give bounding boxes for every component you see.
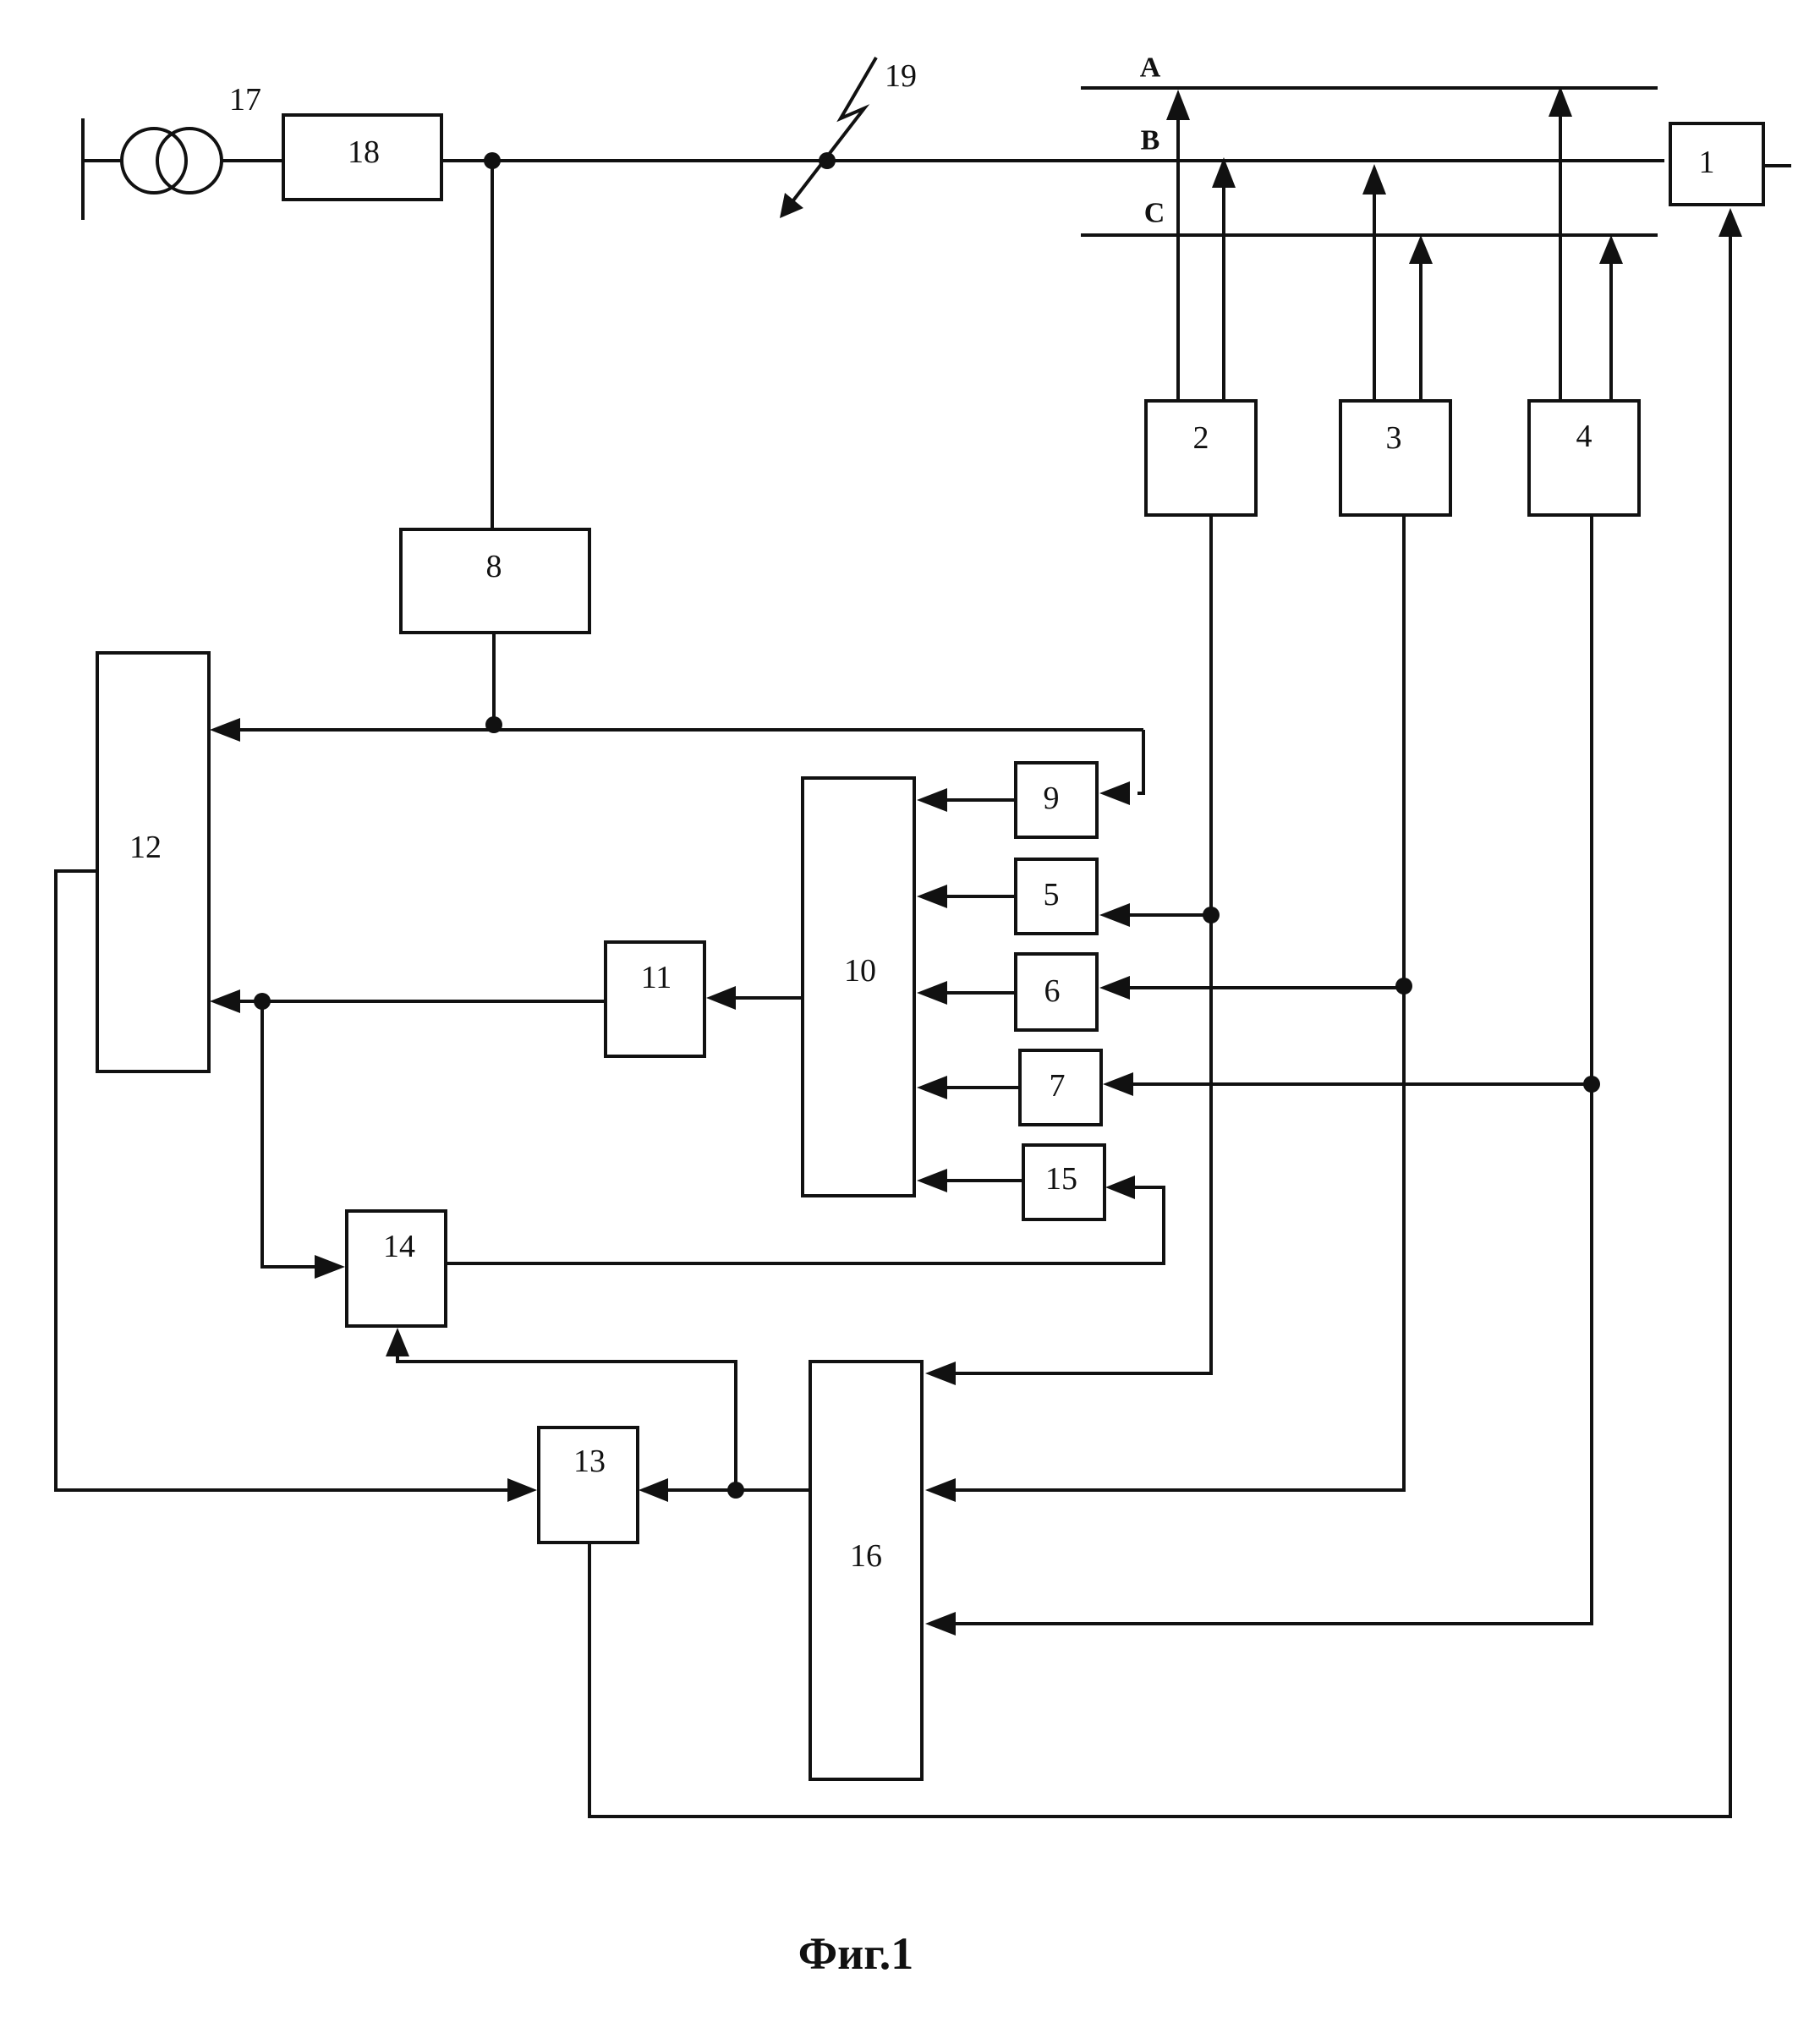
fault-lightning-icon xyxy=(780,58,876,218)
svg-text:11: 11 xyxy=(641,960,672,995)
block-8: 8 xyxy=(401,529,589,633)
phase-label-a: A xyxy=(1140,52,1161,84)
block-10: 10 xyxy=(803,778,914,1196)
phase-label-c: C xyxy=(1144,198,1165,229)
transformer-ref-label: 17 xyxy=(229,82,261,118)
svg-text:9: 9 xyxy=(1044,781,1060,816)
svg-text:7: 7 xyxy=(1050,1068,1066,1104)
svg-text:4: 4 xyxy=(1576,419,1592,454)
block-4: 4 xyxy=(1529,401,1639,515)
figure-caption: Фиг.1 xyxy=(798,1928,913,1979)
svg-text:5: 5 xyxy=(1044,877,1060,912)
svg-text:12: 12 xyxy=(129,830,162,865)
block-18: 18 xyxy=(283,115,441,200)
svg-text:2: 2 xyxy=(1193,420,1209,456)
phase-label-b: B xyxy=(1141,125,1160,156)
block-3: 3 xyxy=(1340,401,1450,515)
block-12: 12 xyxy=(97,653,209,1071)
transformer-symbol xyxy=(122,129,222,193)
svg-text:8: 8 xyxy=(486,549,502,584)
block-16: 16 xyxy=(810,1362,922,1779)
fault-ref-label: 19 xyxy=(885,58,917,94)
svg-text:1: 1 xyxy=(1699,145,1715,180)
block-15: 15 xyxy=(1023,1145,1105,1219)
block-14: 14 xyxy=(347,1211,446,1326)
block-6: 6 xyxy=(1016,954,1097,1030)
block-2: 2 xyxy=(1146,401,1256,515)
block-5: 5 xyxy=(1016,859,1097,934)
svg-text:3: 3 xyxy=(1386,420,1402,456)
block-13: 13 xyxy=(539,1428,638,1543)
block-11: 11 xyxy=(606,942,704,1056)
block-7: 7 xyxy=(1020,1050,1101,1125)
svg-text:15: 15 xyxy=(1045,1161,1077,1197)
svg-text:6: 6 xyxy=(1044,973,1061,1009)
block-2-to-block-16-wire xyxy=(956,515,1211,1373)
svg-text:18: 18 xyxy=(348,134,380,170)
block-9: 9 xyxy=(1016,763,1097,837)
svg-text:16: 16 xyxy=(850,1538,882,1574)
block-11-to-block-14-wire xyxy=(262,1001,315,1267)
svg-text:10: 10 xyxy=(844,953,876,989)
svg-text:13: 13 xyxy=(573,1444,606,1479)
svg-text:14: 14 xyxy=(383,1229,415,1264)
block-1: 1 xyxy=(1670,123,1763,205)
block-8-to-block-9-wire xyxy=(1142,730,1143,793)
